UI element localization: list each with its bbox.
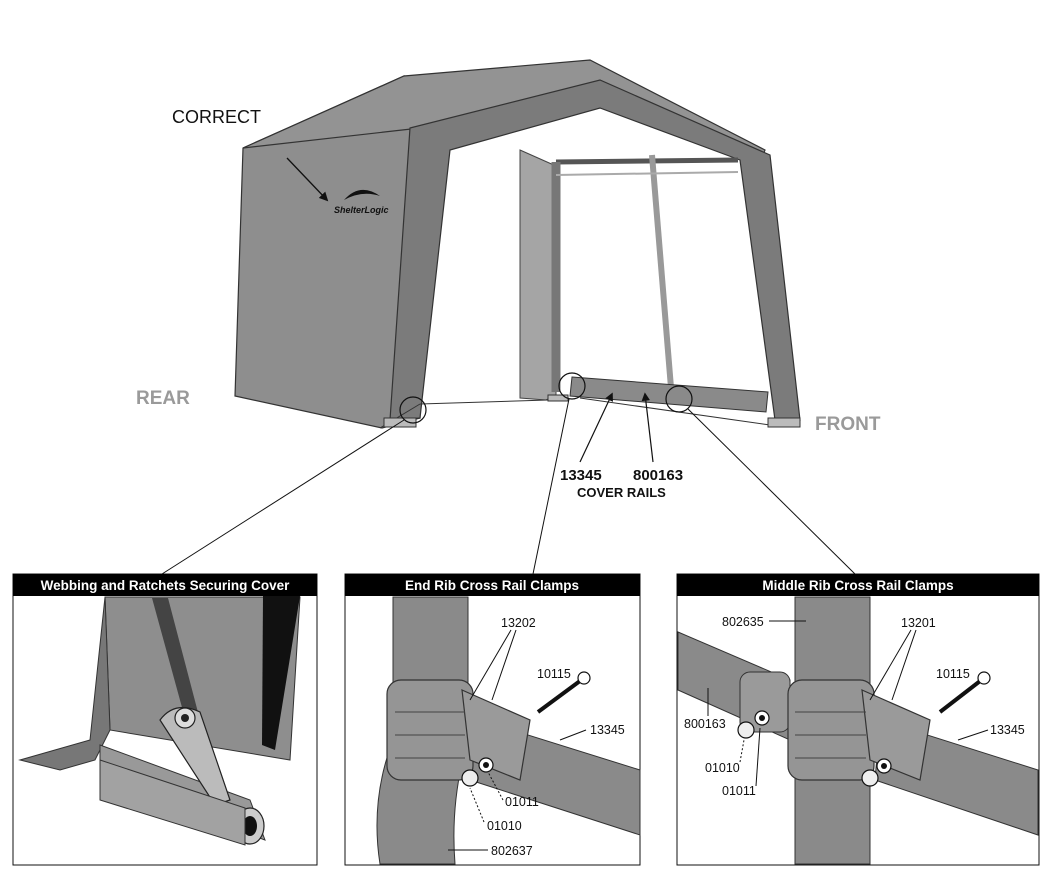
part-label: 01010: [487, 819, 522, 833]
webbing-illustration: [18, 596, 301, 846]
part-label: 10115: [537, 667, 571, 681]
correct-label: CORRECT: [172, 107, 261, 127]
front-label: FRONT: [815, 414, 881, 435]
correct-arrow: [286, 157, 329, 202]
panel-title: Webbing and Ratchets Securing Cover: [41, 578, 291, 593]
panel-title: End Rib Cross Rail Clamps: [405, 578, 579, 593]
part-label: 01010: [705, 761, 740, 775]
cover-rail: [569, 376, 769, 413]
middle-rib-illustration: [677, 596, 1039, 865]
arrow-800163: [641, 392, 654, 463]
end-rib-illustration: [376, 596, 641, 865]
leader-line-middle-rib: [687, 408, 856, 575]
part-label: 13202: [501, 616, 536, 630]
panel-title-bar: [345, 574, 640, 596]
part-label: 01011: [722, 784, 756, 798]
detail-circle-rear: [399, 396, 427, 424]
part-label: 10115: [936, 667, 970, 681]
shelter-illustration: ShelterLogic: [234, 59, 801, 429]
svg-text:ShelterLogic: ShelterLogic: [334, 205, 389, 215]
leader-line-rear: [161, 419, 405, 575]
part-label-800163: 800163: [633, 467, 683, 484]
detail-circle-middle-rib: [665, 385, 693, 413]
panel-title-bar: [677, 574, 1039, 596]
part-label: 802637: [491, 844, 533, 858]
panel-webbing: Webbing and Ratchets Securing Cover: [12, 573, 318, 866]
part-label-13345: 13345: [560, 467, 602, 484]
part-label: 800163: [684, 717, 726, 731]
end-rib-callouts: [448, 629, 587, 851]
detail-circle-end-rib: [558, 372, 586, 400]
panel-title: Middle Rib Cross Rail Clamps: [762, 578, 953, 593]
shelter-front-arch: [389, 79, 801, 421]
part-label: 01011: [505, 795, 539, 809]
panel-middle-rib: Middle Rib Cross Rail Clamps: [676, 573, 1040, 866]
panel-title-bar: [13, 574, 317, 596]
shelterlogic-logo: ShelterLogic: [333, 189, 389, 215]
middle-rib-callouts: [707, 620, 989, 787]
shelter-interior-back: [519, 149, 557, 401]
rear-label: REAR: [136, 388, 190, 409]
panel-end-rib: End Rib Cross Rail Clamps 13202 10115: [344, 573, 641, 866]
part-label: 13345: [990, 723, 1025, 737]
arrow-13345: [579, 392, 613, 463]
cover-rails-label: COVER RAILS: [577, 485, 666, 500]
part-label: 802635: [722, 615, 764, 629]
part-label: 13201: [901, 616, 936, 630]
leader-line-end-rib: [532, 398, 570, 575]
part-label: 13345: [590, 723, 625, 737]
